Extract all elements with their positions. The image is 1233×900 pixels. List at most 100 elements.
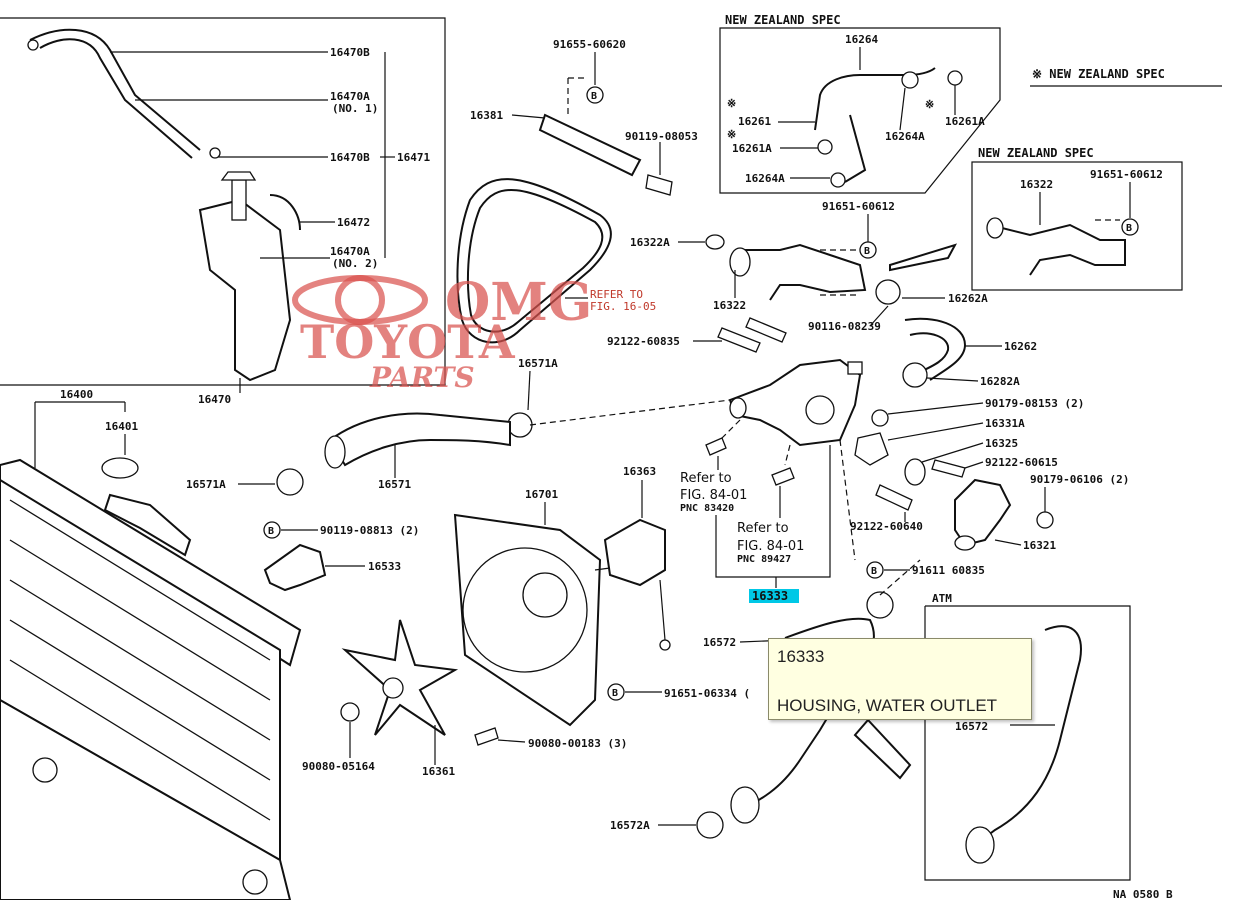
callout-b-3-letter: B <box>871 566 877 577</box>
reservoir-box <box>0 17 446 386</box>
doc-code: NA 0580 B <box>1113 888 1173 900</box>
nz-hose-16261 <box>844 114 867 183</box>
belt-group: 91655-60620 B 16381 90119-08053 REFER TO… <box>456 38 698 344</box>
label-16401: 16401 <box>105 420 138 433</box>
radiator-group: 16400 16401 <box>0 388 302 900</box>
water-outlet-group: Refer to FIG. 84-01 PNC 83420 Refer to F… <box>680 358 863 603</box>
label-16282a: 16282A <box>980 375 1020 388</box>
label-16381-top: 16381 <box>470 109 503 122</box>
water-inlet-16321 <box>954 478 1012 547</box>
nz-inlet-end <box>986 217 1004 239</box>
label-90116-08239: 90116-08239 <box>808 320 881 333</box>
label-16331a: 16331A <box>985 417 1025 430</box>
callout-b-5-letter: B <box>612 688 618 699</box>
label-16261a-left: 16261A <box>732 142 772 155</box>
sensor-83420 <box>705 437 727 456</box>
label-90119-08053: 90119-08053 <box>625 130 698 143</box>
label-16470b-top: 16470B <box>330 46 370 59</box>
callout-b-4-letter: B <box>268 526 274 537</box>
highlight-16333[interactable]: 16333 <box>752 589 788 603</box>
clamp-16571a-left <box>276 468 304 496</box>
label-16262a-top: 16262A <box>948 292 988 305</box>
tooltip-part-description: HOUSING, WATER OUTLET <box>777 696 998 715</box>
tooltip-part-code: 16333 <box>777 647 825 666</box>
label-16533: 16533 <box>368 560 401 573</box>
label-91651-60612-top: 91651-60612 <box>822 200 895 213</box>
label-16471: 16471 <box>397 151 430 164</box>
bracket-16333 <box>715 445 831 578</box>
label-16571a-left: 16571A <box>186 478 226 491</box>
clamp-16282a <box>902 362 928 388</box>
radiator-mount-1 <box>32 757 58 783</box>
stud-92122-b <box>745 317 787 343</box>
nut-90080-05164 <box>340 702 360 722</box>
gasket-16325 <box>904 458 926 486</box>
label-92122-60835: 92122-60835 <box>607 335 680 348</box>
label-91655-60620: 91655-60620 <box>553 38 626 51</box>
water-outlet-housing-16333[interactable] <box>728 358 862 447</box>
label-16261a-right: 16261A <box>945 115 985 128</box>
fan-blade-hub <box>382 677 404 699</box>
refer-2-line1: Refer to <box>737 521 789 536</box>
nz-spec-top-header: NEW ZEALAND SPEC <box>725 13 841 27</box>
callout-b-3 <box>866 561 884 579</box>
clamp-16571a-top <box>507 412 533 438</box>
label-16361: 16361 <box>422 765 455 778</box>
water-inlet-group: 16322A 16322 91651-60612 B 92122-60835 1… <box>607 200 1037 388</box>
nz-clamp-1 <box>901 71 919 89</box>
label-16571: 16571 <box>378 478 411 491</box>
water-outlet-port <box>805 395 835 425</box>
refer-2-line2: FIG. 84-01 <box>737 539 804 554</box>
callout-b-nz-letter: B <box>1126 223 1132 234</box>
nut-90179-06106 <box>1036 511 1054 529</box>
label-90080-05164: 90080-05164 <box>302 760 375 773</box>
label-91651-06334: 91651-06334 ( <box>664 687 750 700</box>
watermark-toyota: TOYOTA <box>300 315 516 369</box>
highlight-16333-bg[interactable] <box>749 589 799 603</box>
stud-92122-60615 <box>931 459 966 478</box>
nz-spec-mid-box <box>971 161 1183 291</box>
fan-motor-hub <box>522 572 568 618</box>
callout-b-4 <box>263 521 281 539</box>
fan-shroud-ring <box>462 547 588 673</box>
thermostat-16331a <box>854 432 889 466</box>
reservoir-cap-top <box>220 171 257 181</box>
label-16264a-right: 16264A <box>885 130 925 143</box>
callout-b-2 <box>859 241 877 259</box>
bracket-16533 <box>263 543 327 592</box>
label-16321: 16321 <box>1023 539 1056 552</box>
reservoir-group: 16470B 16470A (NO. 1) 16470B 16471 16472… <box>0 17 446 406</box>
nz-star-3: ※ <box>925 98 934 111</box>
label-16572-right: 16572 <box>955 720 988 733</box>
hose-clip-top <box>27 39 39 51</box>
water-outlet-nozzle <box>729 397 747 419</box>
nz-star-1: ※ <box>727 97 736 110</box>
label-16571a-top: 16571A <box>518 357 558 370</box>
refer-to: REFER TO <box>590 288 643 301</box>
label-16701: 16701 <box>525 488 558 501</box>
label-16470b-mid: 16470B <box>330 151 370 164</box>
bolt-90080-00183 <box>474 727 499 746</box>
atm-group: ATM 16572 <box>924 592 1131 881</box>
hose-16572-atm <box>974 625 1082 846</box>
nz-star-2: ※ <box>727 128 736 141</box>
part-tooltip: 16333 HOUSING, WATER OUTLET <box>768 638 1032 720</box>
label-16472: 16472 <box>337 216 370 229</box>
water-inlet-16322 <box>735 243 867 301</box>
label-90179-08153: 90179-08153 (2) <box>985 397 1084 410</box>
reservoir-tank <box>198 198 292 382</box>
bracket-16533-group: B 90119-08813 (2) 16533 <box>263 521 419 592</box>
gasket-16322a <box>705 234 725 250</box>
label-atm: ATM <box>932 592 952 605</box>
label-16262: 16262 <box>1004 340 1037 353</box>
hose-16472 <box>269 194 301 231</box>
nz-clamp-2 <box>947 70 963 86</box>
callout-b-1 <box>586 86 604 104</box>
label-16470a-2: 16470A <box>330 245 370 258</box>
stud-92122-a <box>717 327 761 353</box>
label-16470a-no1: (NO. 1) <box>332 102 378 115</box>
hose-16262-inner <box>909 332 950 373</box>
label-91611-60835: 91611 60835 <box>912 564 985 577</box>
hose-clip-mid <box>209 147 221 159</box>
radiator-inlet-pipe <box>103 493 192 557</box>
